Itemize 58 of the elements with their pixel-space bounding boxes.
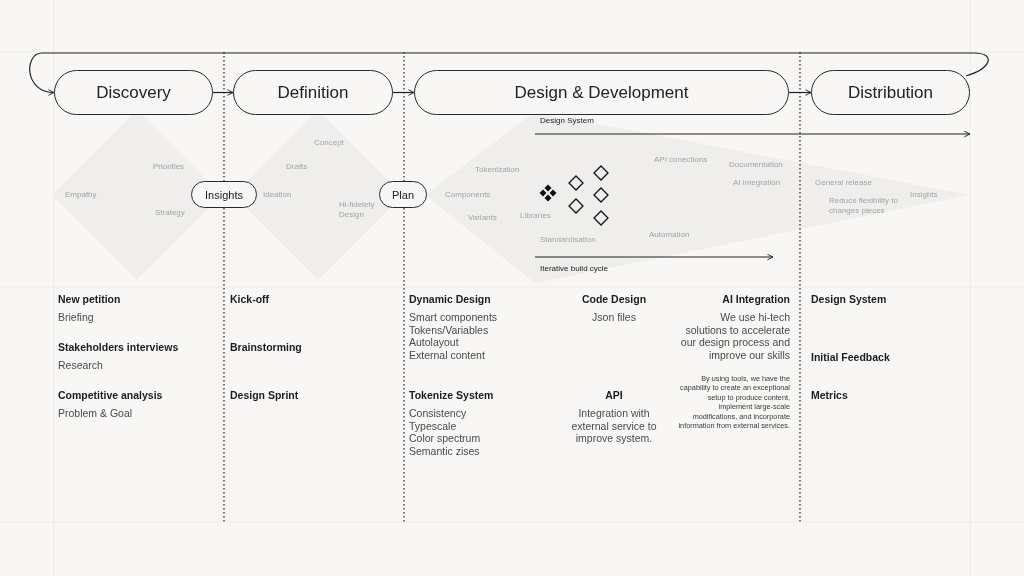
phase-keyword: Variants bbox=[468, 213, 497, 223]
task-description: We use hi-tech solutions to accelerate our design process and improve our skills bbox=[679, 311, 790, 362]
task-heading: Brainstorming bbox=[230, 341, 302, 354]
task-heading: Dynamic Design bbox=[409, 293, 491, 306]
phase-keyword: API conections bbox=[654, 155, 708, 165]
phase-keyword: Empathy bbox=[65, 190, 97, 200]
track-label: Iterative build cycle bbox=[540, 264, 609, 274]
task-detail: Color spectrum bbox=[409, 432, 481, 445]
task-detail: Json files bbox=[592, 311, 636, 324]
phase-keyword: Components bbox=[445, 190, 491, 200]
task-heading: Stakeholders interviews bbox=[58, 341, 179, 354]
task-heading: API bbox=[605, 389, 623, 402]
phase-keyword: Drafts bbox=[286, 162, 308, 172]
arrow bbox=[788, 89, 812, 96]
task-heading: Design System bbox=[811, 293, 887, 306]
task-detail: Problem & Goal bbox=[58, 407, 133, 420]
phase-pill: Definition bbox=[233, 70, 393, 115]
phase-keyword: Insights bbox=[910, 190, 938, 200]
phase-keyword: Standardisation bbox=[540, 235, 596, 245]
phase-keyword: Priorities bbox=[153, 162, 185, 172]
phase-keyword: Concept bbox=[314, 138, 344, 148]
phase-keyword: Tokenization bbox=[475, 165, 520, 175]
phase-keyword: General release bbox=[815, 178, 872, 188]
task-heading: Metrics bbox=[811, 389, 848, 402]
phase-keyword: AI integration bbox=[733, 178, 781, 188]
task-detail: Integration with external service to improve system. bbox=[570, 407, 658, 445]
phase-keyword: Automation bbox=[649, 230, 690, 240]
task-detail: External content bbox=[409, 348, 485, 362]
task-heading: Initial Feedback bbox=[811, 351, 890, 364]
phase-keyword: Documentation bbox=[729, 160, 783, 170]
phase-keyword: Ideation bbox=[263, 190, 292, 200]
arrow bbox=[392, 89, 415, 96]
phase-keyword: Libraries bbox=[520, 211, 551, 221]
task-detail: Semantic zises bbox=[409, 444, 480, 458]
task-heading: Kick-off bbox=[230, 293, 270, 306]
phase-keyword: Strategy bbox=[155, 208, 185, 218]
task-detail: Research bbox=[58, 359, 103, 372]
phase-pill: Distribution bbox=[811, 70, 970, 115]
task-heading: Tokenize System bbox=[409, 389, 494, 402]
task-heading: Competitive analysis bbox=[58, 389, 163, 402]
phase-pill: Design & Development bbox=[414, 70, 789, 115]
task-detail: Typescale bbox=[409, 419, 457, 433]
task-detail: Smart components bbox=[409, 311, 498, 324]
task-heading: Code Design bbox=[581, 293, 647, 306]
task-detail: Consistency bbox=[409, 407, 467, 420]
phase-keyword: Reduce flexibility to changes pieces bbox=[829, 196, 899, 216]
task-heading: Design Sprint bbox=[230, 389, 299, 402]
milestone-pill: Plan bbox=[379, 181, 427, 208]
task-detail: Tokens/Variables bbox=[409, 323, 489, 337]
phase-pill: Discovery bbox=[54, 70, 213, 115]
arrow bbox=[212, 89, 234, 96]
task-heading: New petition bbox=[58, 293, 121, 306]
arrow bbox=[29, 52, 989, 96]
task-detail: Briefing bbox=[58, 311, 94, 324]
phase-keyword: Hi-fidelety Design bbox=[339, 200, 375, 220]
task-heading: AI Integration bbox=[722, 293, 790, 306]
milestone-pill: Insights bbox=[191, 181, 257, 208]
task-detail: Autolayout bbox=[409, 336, 459, 349]
